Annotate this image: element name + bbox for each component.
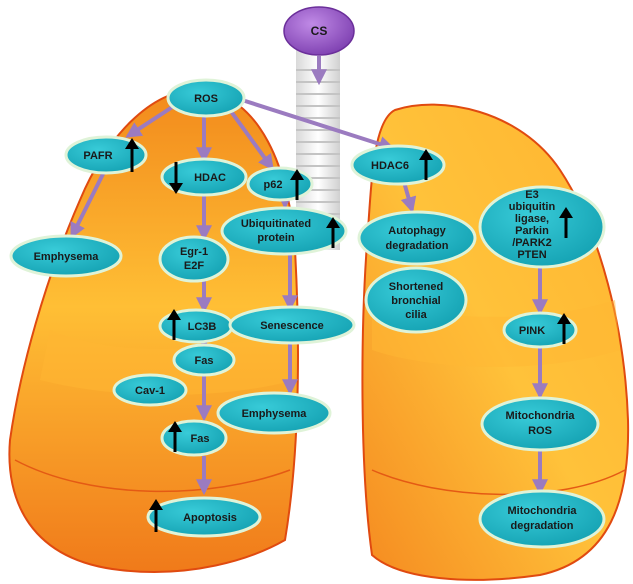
node-ros: ROS	[166, 78, 246, 118]
left-lung	[8, 88, 299, 573]
node-pafr-label: PAFR	[83, 150, 112, 162]
up-arrow-icon	[290, 169, 304, 200]
node-lc3b-label: LC3B	[188, 321, 217, 333]
node-autophagy-degradation: Autophagy degradation	[357, 210, 477, 266]
node-e3-line2: ubiquitin	[509, 201, 556, 213]
node-shortened-line3: cilia	[405, 309, 427, 321]
node-shortened-line2: bronchial	[391, 295, 441, 307]
node-hdac6: HDAC6	[350, 144, 446, 186]
node-hdac: HDAC	[160, 157, 248, 197]
node-autophagy-line1: Autophagy	[388, 225, 446, 237]
up-arrow-icon	[125, 138, 139, 172]
node-emphysema-mid-label: Emphysema	[242, 408, 308, 420]
node-ros-label: ROS	[194, 93, 218, 105]
node-fas-bottom-label: Fas	[191, 433, 210, 445]
node-e3-line5: /PARK2	[512, 237, 552, 249]
node-emphysema-left: Emphysema	[9, 234, 123, 278]
node-ubiquitinated-line1: Ubiquitinated	[241, 218, 311, 230]
up-arrow-icon	[559, 207, 573, 238]
node-lc3b: LC3B	[158, 308, 234, 344]
node-mito-deg-line2: degradation	[511, 520, 574, 532]
node-fas-top-label: Fas	[195, 355, 214, 367]
node-mitochondria-degradation: Mitochondria degradation	[478, 489, 606, 549]
node-mitochondria-ros: Mitochondria ROS	[480, 396, 600, 452]
up-arrow-icon	[326, 217, 340, 248]
node-hdac6-label: HDAC6	[371, 160, 409, 172]
node-p62-label: p62	[264, 179, 283, 191]
node-p62: p62	[246, 166, 314, 202]
node-e3-ubiquitin-ligase: E3 ubiquitin ligase, Parkin /PARK2 PTEN	[478, 185, 606, 269]
node-mito-ros-line1: Mitochondria	[505, 410, 575, 422]
node-mito-deg-line1: Mitochondria	[507, 505, 577, 517]
node-cav1-label: Cav-1	[135, 385, 165, 397]
node-pafr: PAFR	[64, 135, 148, 175]
up-arrow-icon	[557, 313, 571, 344]
node-pink: PINK	[502, 311, 578, 349]
node-cav1: Cav-1	[112, 373, 188, 407]
node-cs-label: CS	[311, 24, 328, 38]
node-ubiquitinated-line2: protein	[257, 232, 295, 244]
node-apoptosis: Apoptosis	[146, 496, 262, 538]
node-shortened-bronchial-cilia: Shortened bronchial cilia	[364, 266, 468, 334]
node-emphysema-left-label: Emphysema	[34, 251, 100, 263]
node-egr1-line2: E2F	[184, 260, 204, 272]
node-emphysema-mid: Emphysema	[216, 391, 332, 435]
up-arrow-icon	[149, 499, 163, 532]
node-e3-line1: E3	[525, 189, 538, 201]
pathway-arrows	[70, 56, 548, 496]
node-e3-line3: ligase,	[515, 213, 549, 225]
node-egr1-e2f: Egr-1 E2F	[158, 235, 230, 283]
up-arrow-icon	[419, 149, 433, 180]
node-autophagy-line2: degradation	[386, 240, 449, 252]
node-cs: CS	[283, 6, 355, 56]
node-ubiquitinated-protein: Ubiquitinated protein	[220, 206, 348, 256]
node-shortened-line1: Shortened	[389, 281, 443, 293]
node-apoptosis-label: Apoptosis	[183, 512, 237, 524]
node-fas-bottom: Fas	[160, 419, 228, 457]
node-fas-top: Fas	[172, 343, 236, 377]
up-arrow-icon	[167, 309, 181, 340]
up-arrow-icon	[168, 421, 182, 452]
down-arrow-icon	[169, 162, 183, 194]
node-pink-label: PINK	[519, 325, 545, 337]
node-egr1-line1: Egr-1	[180, 246, 208, 258]
node-mito-ros-line2: ROS	[528, 425, 552, 437]
node-senescence-label: Senescence	[260, 320, 324, 332]
node-senescence: Senescence	[228, 305, 356, 345]
node-e3-line4: Parkin	[515, 225, 549, 237]
node-hdac-label: HDAC	[194, 172, 226, 184]
node-e3-line6: PTEN	[517, 249, 546, 261]
